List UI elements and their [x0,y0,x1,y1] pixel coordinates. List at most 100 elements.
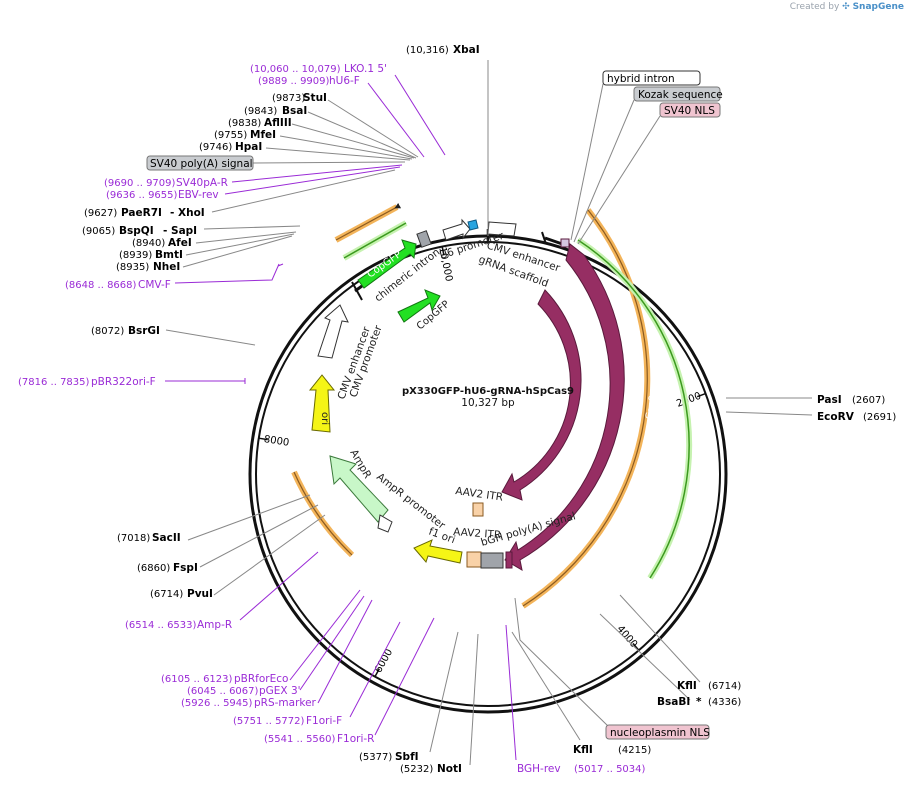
lko-range: (10,060 .. 10,079) [250,64,341,75]
prs-marker-leader [317,599,373,704]
pbrforeco-leader [289,589,361,681]
cmv-left-bar [354,284,363,293]
ori-label: ori [319,412,330,425]
pvui-name: PvuI [187,588,213,600]
sv40-polya-text: SV40 poly(A) signal [150,158,253,170]
sapi-name: - SapI [163,225,197,237]
stui-leader [327,99,419,158]
afliii-name: AflIII [264,117,292,129]
nhei-name: NheI [153,261,180,273]
afliii-pos: (9838) [228,118,261,129]
stui-pos: (9873) [272,93,305,104]
aav2-itr-inner-label: AAV2 ITR [455,485,504,504]
sv40-nls-box [659,102,721,118]
nhei-leader [182,235,293,268]
sv40-nls-marker [560,238,570,248]
bsai-name: BsaI [282,105,307,117]
pasi-name: PasI [817,394,842,406]
u6-promoter-arrow [442,218,471,241]
sacii-leader [187,494,311,541]
afei-pos: (8940) [132,238,165,249]
ecorv-name: EcoRV [817,411,855,423]
hu6-leader [367,82,425,158]
mfei-leader [279,135,413,160]
nucleoplasmin-marker [505,551,513,569]
paer7i-name: PaeR7I [121,207,162,219]
pvui-pos: (6714) [150,589,183,600]
mfei-name: MfeI [250,129,276,141]
sbfi-leader [429,631,459,753]
orf-outer-right-line [522,209,648,607]
bgh-rev-leader [505,624,517,761]
nucleoplasmin-leader [514,597,611,729]
hybrid-intron-marker [416,230,432,248]
snapgene-credit: Created by ✣ SnapGene [790,2,904,12]
aav2-itr-left [466,551,482,568]
cmv-f-tick [277,263,284,267]
ecori-name: KflI [573,744,593,756]
sv40-polya-box [146,155,254,171]
plasmid-length: 10,327 bp [461,397,515,409]
afei-leader [195,231,297,244]
ecori-pos: (4215) [618,745,651,756]
bgh-rev-range: (5017 .. 5034) [574,764,646,775]
xbai-pos: (10,316) [406,45,449,56]
sbfi-pos: (5377) [359,752,392,763]
tick-mark [441,246,445,256]
hpai-leader [265,147,411,161]
hybrid-intron-box [602,70,701,86]
amp-r-range: (6514 .. 6533) [125,620,197,631]
bsabi-mark: * [696,696,702,708]
afliii-leader [291,123,415,159]
bsrgi-leader [165,329,256,346]
hpai-name: HpaI [235,141,262,153]
bsabi-name: BsaBI [657,696,690,708]
f1ori-r-range: (5541 .. 5560) [264,734,336,745]
bspqi-name: BspQI [119,225,154,237]
ecorv-pos: (2691) [863,412,896,423]
orf-green-top-line [343,222,407,259]
f1ori-r-leader [374,617,435,736]
kfli-leader [619,594,701,683]
f1-ori-arrow [413,539,463,564]
sacii-pos: (7018) [117,533,150,544]
ampr-promoter-box [377,514,393,533]
external-labels: (10,316) XbaI (10,060 .. 10,079) LKO.1 5… [18,44,896,775]
pbrforeco-range: (6105 .. 6123) [161,674,233,685]
prs-marker-range: (5926 .. 5945) [181,698,253,709]
sacii-name: SacII [152,532,181,544]
sapi-pos: (9065) [82,226,115,237]
ebv-rev-name: EBV-rev [178,189,219,201]
sapi-leader [203,225,301,230]
ecori-leader [511,631,581,741]
sv40-nls-leader [577,115,661,245]
pbr322-name: pBR322ori-F [91,376,156,388]
noti-leader [469,633,479,766]
kfli-name: KflI [677,680,697,692]
ampr-arrow [329,455,389,523]
orf-top-left-line [335,202,402,241]
amp-r-name: Amp-R [197,619,232,631]
hpai-pos: (9746) [199,142,232,153]
xhoi-pos: (9627) [84,208,117,219]
afei-name: AfeI [168,237,192,249]
pgex-range: (6045 .. 6067) [187,686,259,697]
tick-label: 8000 [263,434,290,449]
f1ori-f-range: (5751 .. 5772) [233,716,305,727]
pvui-leader [213,514,326,596]
amp-r-leader [239,551,319,621]
ori-arrow [308,374,336,433]
bsai-pos: (9843) [244,106,277,117]
copgfp-outer-arrow [357,239,417,289]
kozak-box [633,86,721,102]
stui-name: StuI [303,92,327,104]
cmv-f-name: CMV-F [138,279,171,291]
gRNA-marker [467,219,479,231]
bmti-leader [185,233,295,256]
cmv-enhancer-tick [541,231,547,245]
hu6-name: hU6-F [329,75,360,87]
sbfi-name: SbfI [395,751,419,763]
bgh-rev-name: BGH-rev [517,763,561,775]
sv40polya-leader [251,161,406,164]
nhei-pos: (8935) [116,262,149,273]
